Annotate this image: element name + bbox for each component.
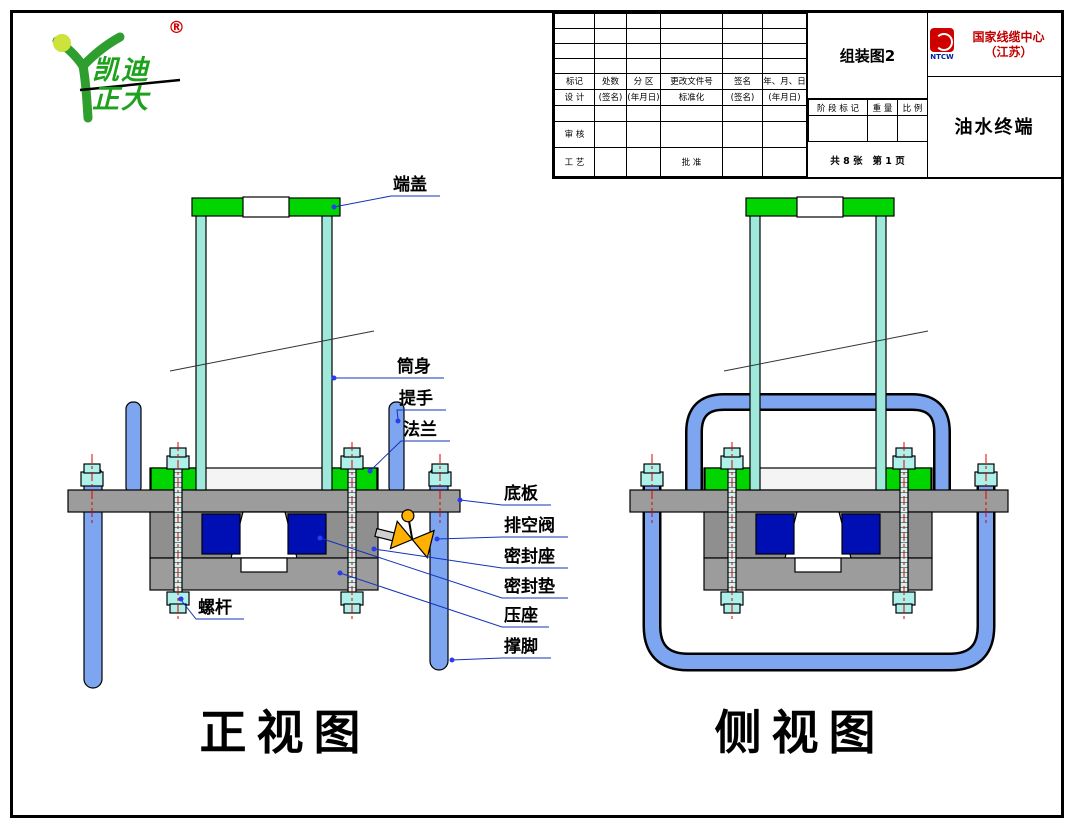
handle — [687, 395, 949, 494]
brand-logo-icon — [52, 32, 181, 123]
barrel-wall-left — [749, 205, 761, 491]
seal-seat-bore — [230, 511, 298, 559]
stud-bolt-right — [892, 442, 916, 620]
barrel-wall-right — [321, 205, 333, 491]
revision-table: 标记 处数 分 区 更改文件号 签名 年、月、日 设 计 (签名) (年月日) … — [554, 13, 807, 177]
seal-gasket-right — [841, 513, 881, 555]
end-cap-window — [796, 196, 844, 218]
break-line — [169, 330, 375, 372]
registered-trademark-icon: ® — [168, 18, 185, 38]
company-logo-icon — [930, 28, 954, 52]
drawing-number: 组装图2 — [808, 13, 927, 99]
company-cell: NTCW 国家线缆中心 （江苏） — [928, 13, 1061, 77]
label-screw-rod: 螺杆 — [198, 598, 232, 618]
stud-bolt-right — [340, 442, 364, 620]
company-logo: NTCW — [930, 28, 954, 61]
approve-cell: 批 准 — [660, 147, 723, 177]
seal-seat-bore — [784, 511, 852, 559]
base-plate — [629, 489, 1009, 513]
stud-bolt-left — [720, 442, 744, 620]
brand-name-line1: 凯迪 — [92, 55, 150, 86]
vent-valve — [374, 509, 435, 559]
process-cell: 工 艺 — [554, 147, 595, 177]
front-view-drawing — [67, 196, 461, 689]
leg-nut-right — [428, 454, 452, 526]
press-seat-bore — [240, 557, 288, 573]
front-view-title: 正视图 — [199, 706, 371, 761]
company-name: 国家线缆中心 （江苏） — [972, 29, 1045, 59]
stage-table: 阶 段 标 记 重 量 比 例 — [808, 99, 928, 142]
brand-name: 凯迪 正大 — [92, 56, 150, 114]
label-flange: 法兰 — [403, 420, 437, 440]
label-base-plate: 底板 — [504, 484, 538, 504]
barrel-wall-right — [875, 205, 887, 491]
base-plate — [67, 489, 461, 513]
label-support-foot: 撑脚 — [504, 637, 538, 657]
barrel-wall-left — [195, 205, 207, 491]
product-name: 油水终端 — [954, 116, 1035, 138]
leg-nut-left — [640, 454, 664, 526]
seal-gasket-left — [755, 513, 795, 555]
leg-nut-left — [80, 454, 104, 526]
sheet-border — [10, 10, 1064, 818]
label-vent-valve: 排空阀 — [504, 516, 555, 536]
brand-name-line2: 正大 — [92, 84, 150, 115]
sheet-total: 共 8 张 — [830, 155, 863, 167]
handle-bar-left — [125, 401, 142, 495]
label-press-seat: 压座 — [504, 606, 538, 626]
label-barrel-body: 筒身 — [397, 357, 431, 377]
seal-gasket-right — [287, 513, 327, 555]
seal-gasket-left — [201, 513, 241, 555]
break-line — [723, 330, 929, 372]
label-end-cap: 端盖 — [393, 175, 427, 195]
press-seat-bore — [794, 557, 842, 573]
support-frame — [645, 478, 993, 669]
leader-lines — [178, 195, 568, 663]
label-seal-gasket: 密封垫 — [504, 577, 555, 597]
label-handle: 提手 — [399, 389, 433, 409]
title-block-right: NTCW 国家线缆中心 （江苏） 油水终端 — [927, 13, 1061, 177]
revision-header-cell: 年、月、日 — [762, 72, 807, 90]
brand-logo: 凯迪 正大 ® — [28, 18, 213, 138]
side-view-drawing — [629, 196, 1009, 672]
check-cell: 审 核 — [554, 120, 595, 149]
stud-bolt-left — [166, 442, 190, 620]
sheet-info: 共 8 张 第 1 页 — [808, 142, 927, 177]
handle-bar-right — [388, 401, 405, 495]
title-block-middle: 组装图2 阶 段 标 记 重 量 比 例 共 8 张 第 1 页 — [807, 13, 928, 177]
label-seal-seat: 密封座 — [504, 547, 555, 567]
company-logo-text: NTCW — [930, 53, 954, 61]
side-view-title: 侧视图 — [714, 706, 886, 761]
title-block: 标记 处数 分 区 更改文件号 签名 年、月、日 设 计 (签名) (年月日) … — [552, 13, 1061, 179]
sheet-number: 第 1 页 — [872, 155, 905, 167]
end-cap-window — [242, 196, 290, 218]
leg-nut-right — [974, 454, 998, 526]
